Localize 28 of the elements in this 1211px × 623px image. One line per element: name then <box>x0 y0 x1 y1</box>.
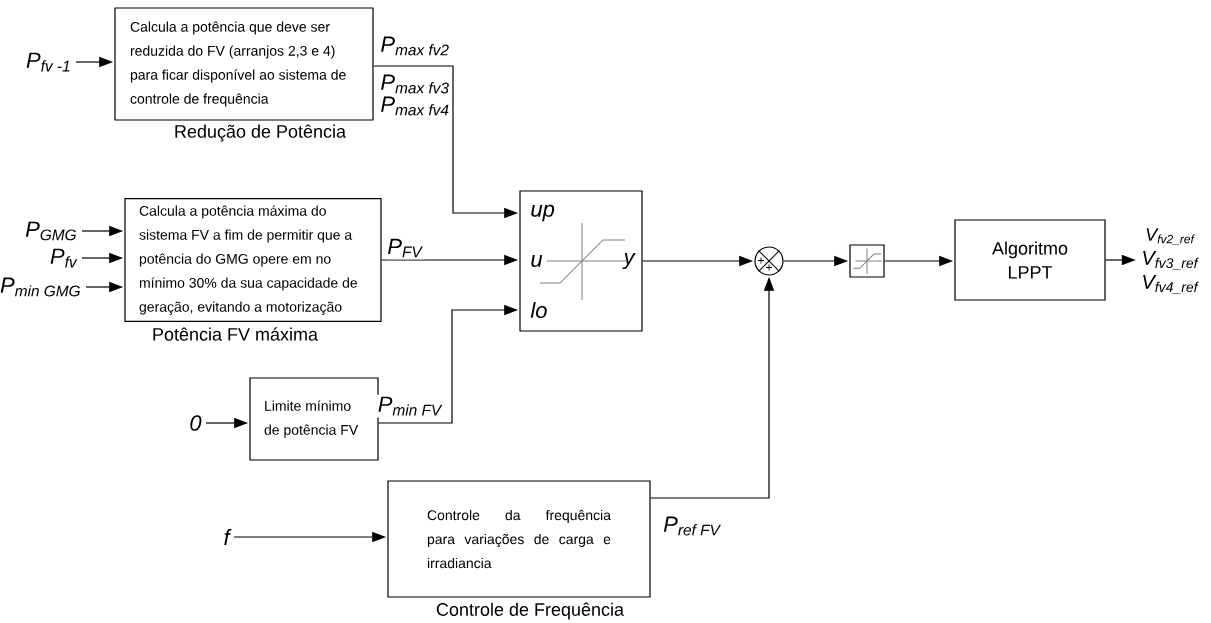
signal-label: $\textit{P}_{\textit{max fv3}}$ <box>381 74 449 94</box>
signal-label: $\textit{P}_{\textit{GMG}}$ <box>25 221 76 241</box>
signal-label: $\textit{f}$ <box>224 529 232 545</box>
edge-label: $\textit{P}_{\textit{ref FV}}$ <box>661 514 723 538</box>
process-box: Algoritmo LPPT <box>954 219 1106 301</box>
signal-label: $\textit{P}_{\textit{fv -1}}$ <box>26 52 70 72</box>
edge-label: $\textit{P}_{\textit{min FV}}$ <box>375 394 445 418</box>
signal-label: $\textit{P}_{\textit{min GMG}}$ <box>0 277 80 297</box>
edge-label: $\textit{P}_{\textit{FV}}$ <box>385 236 425 260</box>
block-caption: Controle de Frequência <box>436 602 624 620</box>
sign-label: + <box>766 264 772 271</box>
process-box: Calcula a potência máxima do sistema FV a fim de permitir que a potência do GMG opere em no mínimo 30% da sua capacidade de geração, evitando a motorização <box>124 198 382 322</box>
block-caption: Potência FV máxima <box>153 327 318 341</box>
process-box: Limite mínimo de potência FV <box>249 377 379 461</box>
saturation-block <box>849 244 885 278</box>
port-label: y <box>622 252 636 270</box>
signal-label: $\textit{V}_{\textit{fv2\_ref}}$ $\textit{V}_{\textit{fv3\_ref}}$ $\textit{V}_{\textit{fv4\_ref}}$ <box>1143 228 1199 294</box>
sign-label: + <box>758 257 764 264</box>
signal-label: $\textit{P}_{\textit{max fv2}}$ <box>381 36 449 56</box>
port-label: lo <box>530 301 547 319</box>
block-caption: Redução de Potência <box>175 124 346 142</box>
port-label: up <box>531 204 555 222</box>
signal-label: $\textit{P}_{\textit{fv}}$ <box>50 248 78 268</box>
process-box: Calcula a potência que deve ser reduzida do FV (arranjos 2,3 e 4) para ficar disponível ao sistema de controle de frequência <box>114 7 374 121</box>
signal-label: $\textit{P}_{\textit{max fv4}}$ <box>381 96 449 116</box>
port-label: u <box>531 255 543 267</box>
process-box: Controle da frequência para variações de carga e irradiancia <box>387 480 651 598</box>
signal-label: $\textit{0}$ <box>190 415 202 431</box>
